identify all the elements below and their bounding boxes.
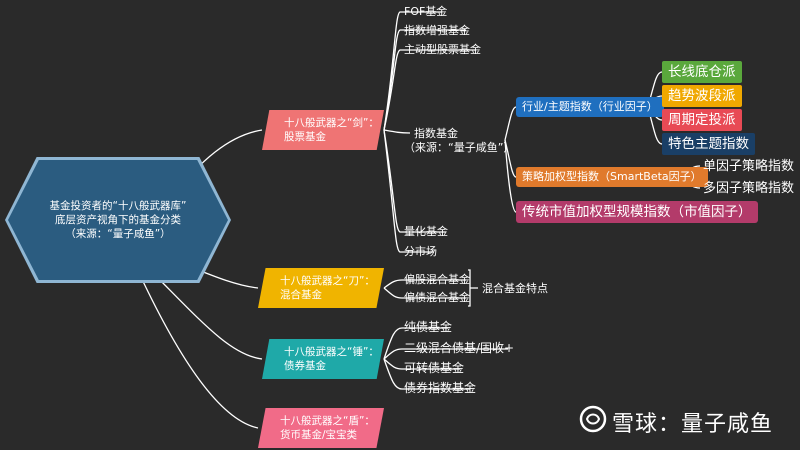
node-index-enhanced[interactable]: 指数增强基金 (404, 24, 470, 37)
link-knife-stock (383, 279, 466, 289)
link-hammer-3 (383, 358, 460, 370)
link-sword-tiered (383, 129, 434, 253)
branch-shield-sub: 货币基金/宝宝类 (280, 429, 358, 441)
link-knife-bond (383, 287, 466, 299)
node-active-stock[interactable]: 主动型股票基金 (404, 43, 481, 56)
root-line-2: 底层资产视角下的基金分类 (55, 214, 181, 226)
node-cap-weighted-index[interactable]: 传统市值加权型规模指数（市值因子） (516, 201, 758, 223)
branch-hammer-label: 十八般武器之“锤”： (284, 346, 379, 358)
node-single-factor[interactable]: 单因子策略指数 (703, 159, 795, 174)
link-sword-enhanced (383, 29, 466, 131)
branch-sword-node[interactable]: 十八般武器之“剑”： 股票基金 (262, 110, 384, 150)
tag-theme-index[interactable]: 特色主题指数 (662, 133, 755, 155)
node-secondary-bond[interactable]: 二级混合债基/固收+ (404, 341, 515, 355)
node-convertible-bond[interactable]: 可转债基金 (404, 361, 465, 375)
link-hammer-1 (383, 327, 448, 360)
link-sword-index (383, 129, 411, 134)
node-stock-biased-mixed[interactable]: 偏股混合基金 (404, 273, 470, 286)
node-quant[interactable]: 量化基金 (404, 225, 448, 238)
link-index-cap (504, 139, 517, 213)
snowball-logo-icon (579, 405, 607, 433)
node-multi-factor[interactable]: 多因子策略指数 (703, 181, 795, 196)
branch-knife-label: 十八般武器之“刀”： (280, 275, 375, 287)
tag-cycle-dca[interactable]: 周期定投派 (662, 109, 742, 131)
link-hammer-4 (383, 358, 470, 390)
branch-shield-node[interactable]: 十八般武器之“盾”： 货币基金/宝宝类 (258, 408, 384, 448)
link-sword-quant (383, 129, 446, 233)
node-mixed-features[interactable]: 混合基金特点 (482, 282, 548, 295)
node-bond-biased-mixed[interactable]: 偏债混合基金 (404, 291, 470, 304)
watermark-text: 雪球：量子咸鱼 (612, 412, 774, 437)
node-index-fund-source: （来源：“量子咸鱼”） (404, 141, 515, 154)
node-pure-bond[interactable]: 纯债基金 (404, 320, 453, 334)
node-index-fund-title[interactable]: 指数基金 (414, 127, 458, 140)
tag-trend-swing[interactable]: 趋势波段派 (662, 85, 742, 107)
link-index-strategy (504, 139, 517, 178)
branch-shield-label: 十八般武器之“盾”： (280, 415, 375, 427)
link-hammer-2 (383, 348, 508, 360)
branch-sword-label: 十八般武器之“剑”： (284, 117, 379, 129)
node-strategy-index[interactable]: 策略加权型指数（SmartBeta因子） (516, 167, 708, 187)
node-tiered-market[interactable]: 分市场 (404, 245, 437, 258)
root-node[interactable]: 基金投资者的“十八般武器库” 底层资产视角下的基金分类 （来源：“量子咸鱼”） (8, 160, 228, 280)
branch-knife-node[interactable]: 十八般武器之“刀”： 混合基金 (258, 268, 384, 308)
branch-hammer-node[interactable]: 十八般武器之“锤”： 债券基金 (262, 339, 384, 379)
link-index-industry (504, 106, 517, 141)
root-line-3: （来源：“量子咸鱼”） (65, 228, 171, 240)
link-root-hammer (149, 269, 263, 360)
node-industry-index[interactable]: 行业/主题指数（行业因子） (516, 97, 664, 117)
link-root-shield (139, 274, 259, 429)
tag-long-term[interactable]: 长线底仓派 (662, 61, 742, 83)
branch-hammer-sub: 债券基金 (284, 360, 326, 372)
root-line-1: 基金投资者的“十八般武器库” (49, 200, 187, 212)
link-sword-active (383, 49, 476, 131)
branch-knife-sub: 混合基金 (280, 289, 322, 301)
node-fof[interactable]: FOF基金 (404, 5, 448, 18)
node-bond-index[interactable]: 债券指数基金 (404, 381, 477, 395)
branch-sword-sub: 股票基金 (284, 131, 326, 143)
link-mixed-bracket (468, 269, 478, 307)
